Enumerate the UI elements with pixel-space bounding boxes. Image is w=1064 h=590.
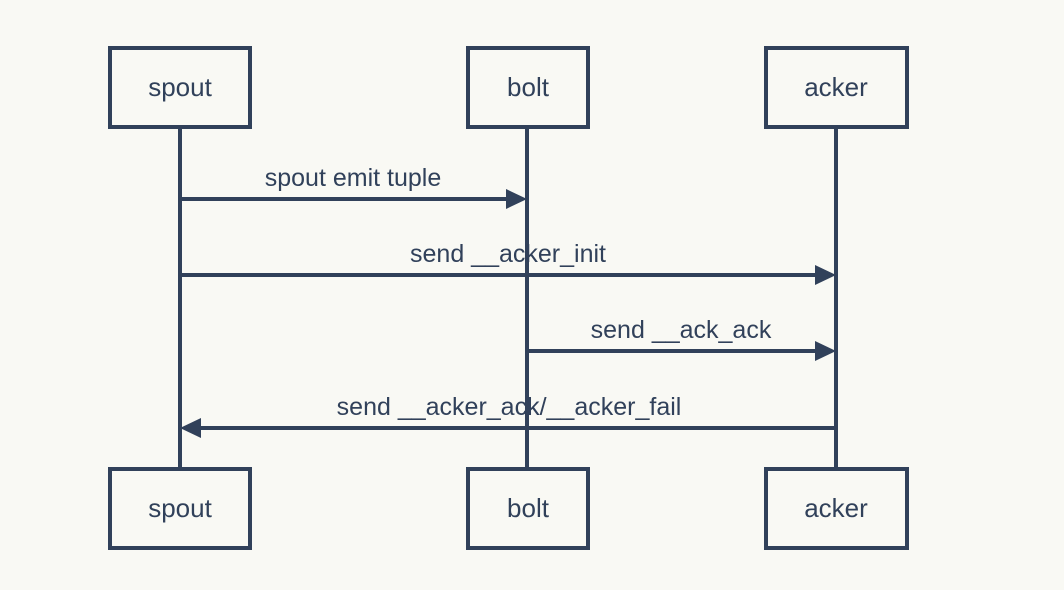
participant-top-acker[interactable]: acker [764, 46, 909, 129]
lifeline-group [178, 127, 838, 469]
participant-label-top-bolt: bolt [507, 72, 550, 102]
arrowhead-right-1 [506, 189, 527, 209]
participant-bottom-acker[interactable]: acker [764, 467, 909, 550]
participant-box-bottom-spout [108, 467, 252, 550]
message-label-1: spout emit tuple [265, 164, 442, 192]
message-label-3: send __ack_ack [591, 316, 772, 344]
participant-top-bolt[interactable]: bolt [466, 46, 590, 129]
participant-box-top-bolt [466, 46, 590, 129]
arrowhead-right-3 [815, 341, 836, 361]
message-send-acker-init[interactable]: send __acker_init [180, 240, 836, 285]
participant-box-top-acker [764, 46, 909, 129]
participant-label-top-spout: spout [148, 72, 212, 102]
participant-box-bottom-bolt [466, 467, 590, 550]
participant-box-bottom-acker [764, 467, 909, 550]
participants-top: spout bolt acker [108, 46, 909, 129]
arrowhead-left-4 [180, 418, 201, 438]
participants-bottom: spout bolt acker [108, 467, 909, 550]
participant-top-spout[interactable]: spout [108, 46, 252, 129]
participant-bottom-spout[interactable]: spout [108, 467, 252, 550]
message-label-2: send __acker_init [410, 240, 606, 268]
message-send-ack-ack[interactable]: send __ack_ack [527, 316, 836, 361]
message-send-acker-ack-fail[interactable]: send __acker_ack/__acker_fail [180, 393, 836, 438]
arrowhead-right-2 [815, 265, 836, 285]
participant-bottom-bolt[interactable]: bolt [466, 467, 590, 550]
participant-label-top-acker: acker [804, 72, 868, 102]
participant-label-bottom-spout: spout [148, 493, 212, 523]
message-group: spout emit tuple send __acker_init send … [180, 164, 836, 438]
message-spout-emit-tuple[interactable]: spout emit tuple [180, 164, 527, 209]
participant-box-top-spout [108, 46, 252, 129]
message-label-4: send __acker_ack/__acker_fail [337, 393, 682, 421]
participant-label-bottom-bolt: bolt [507, 493, 550, 523]
participant-label-bottom-acker: acker [804, 493, 868, 523]
